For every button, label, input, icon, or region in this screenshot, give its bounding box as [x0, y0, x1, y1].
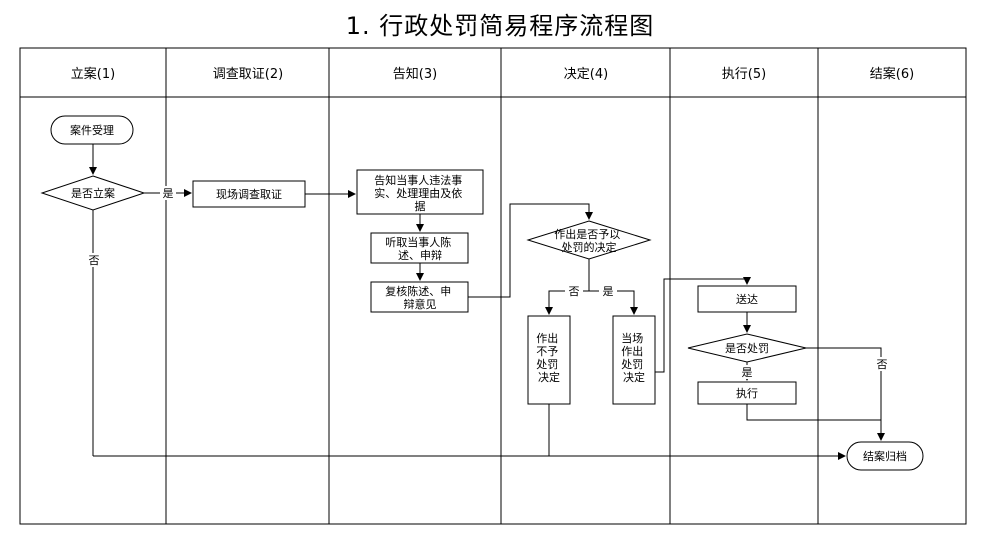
- start-node: [50, 115, 134, 145]
- yes-label-filing: 是: [163, 187, 174, 200]
- decide-penalty-label-line-1: 作出是否予以: [554, 227, 620, 241]
- on-site-label-line-1: 当场: [621, 331, 643, 345]
- deliver-label: 送达: [736, 292, 758, 306]
- on-site-label: 当场 作出 处罚 决定: [621, 331, 647, 384]
- no-penalty-label-line-4: 决定: [538, 370, 560, 384]
- column-header-notification: 告知(3): [393, 66, 437, 82]
- close-node: [846, 441, 924, 471]
- column-header-closing: 结案(6): [870, 67, 914, 82]
- no-penalty-label: 作出 不予 处罚 决定: [536, 331, 562, 384]
- review-label: 复核陈述、申 辩意见: [385, 284, 455, 311]
- hear-node: [370, 232, 469, 264]
- on-site-node: [612, 315, 656, 405]
- no-penalty-label-line-3: 处罚: [536, 358, 558, 371]
- notify-label-line-3: 据: [415, 199, 426, 213]
- column-header-execution: 执行(5): [722, 67, 766, 82]
- notify-label-line-2: 实、处理理由及依: [374, 186, 462, 200]
- decide-case-label: 是否立案: [71, 186, 115, 200]
- no-penalty-label-line-2: 不予: [536, 345, 558, 358]
- on-site-label-line-2: 作出: [621, 344, 643, 358]
- decide-exec-label: 是否处罚: [725, 342, 769, 355]
- on-site-label-line-3: 处罚: [621, 358, 643, 371]
- column-header-decision: 决定(4): [564, 67, 608, 82]
- hear-label-line-2: 述、申辩: [398, 248, 442, 262]
- decide-penalty-label-line-2: 处罚的决定: [562, 240, 617, 254]
- no-penalty-label-line-1: 作出: [536, 331, 558, 345]
- yes-label-exec: 是: [742, 366, 753, 379]
- close-node-label: 结案归档: [863, 449, 907, 463]
- notify-label-line-1: 告知当事人违法事: [374, 173, 462, 187]
- deliver-node: [697, 285, 797, 313]
- investigate-label: 现场调查取证: [216, 187, 282, 201]
- review-label-line-2: 辩意见: [404, 297, 437, 311]
- no-label-exec: 否: [877, 358, 888, 371]
- start-node-label: 案件受理: [70, 123, 114, 137]
- review-node: [370, 281, 469, 313]
- column-header-filing: 立案(1): [71, 67, 115, 82]
- connectors: [89, 144, 885, 460]
- column-header-investigation: 调查取证(2): [213, 67, 283, 82]
- hear-label: 听取当事人陈 述、申辩: [385, 235, 455, 262]
- execute-label: 执行: [736, 386, 758, 400]
- no-label-penalty: 否: [569, 285, 580, 298]
- on-site-label-line-4: 决定: [623, 370, 645, 384]
- decide-penalty-label: 作出是否予以 处罚的决定: [554, 227, 624, 254]
- page-title: 1. 行政处罚简易程序流程图: [345, 12, 655, 40]
- yes-label-penalty: 是: [603, 285, 614, 298]
- notify-node: [356, 169, 484, 215]
- review-label-line-1: 复核陈述、申: [385, 284, 451, 298]
- swimlane-grid: [19, 47, 967, 525]
- notify-label: 告知当事人违法事 实、处理理由及依 据: [374, 173, 466, 213]
- no-label-filing: 否: [89, 254, 100, 267]
- hear-label-line-1: 听取当事人陈: [385, 235, 451, 249]
